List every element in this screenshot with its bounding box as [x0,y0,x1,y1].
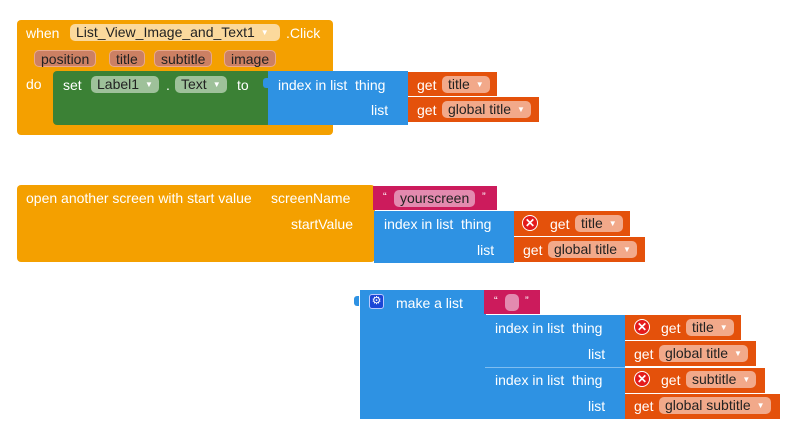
param-image[interactable]: image [224,50,277,67]
dropdown-arrow-icon: ▼ [623,245,631,254]
list-label: list [588,346,606,362]
open-quote: “ [494,295,498,307]
variable-name: global title [554,241,618,257]
open-screen-label: open another screen with start value [26,190,252,206]
set-component-dropdown[interactable]: Label1 ▼ [91,76,159,93]
get-label: get [417,77,437,93]
dropdown-arrow-icon: ▼ [608,219,617,228]
dropdown-arrow-icon: ▼ [756,401,765,410]
dropdown-arrow-icon: ▼ [719,323,728,332]
do-label: do [26,76,42,92]
get-label: get [661,372,681,388]
block-divider [485,367,625,368]
make-a-list-label: make a list [396,295,463,311]
variable-dropdown[interactable]: global title ▼ [548,241,637,258]
component-dropdown[interactable]: List_View_Image_and_Text1 ▼ [70,24,280,41]
variable-dropdown[interactable]: title ▼ [686,319,734,336]
dropdown-arrow-icon: ▼ [517,105,525,114]
index-in-list-block[interactable] [485,315,625,367]
variable-dropdown[interactable]: global title ▼ [659,345,748,362]
list-label: list [477,242,495,258]
open-another-screen-block[interactable] [17,185,375,262]
event-name: .Click [286,25,321,41]
component-name: List_View_Image_and_Text1 [76,24,255,40]
property-dropdown[interactable]: Text ▼ [175,76,227,93]
list-label: list [371,102,389,118]
variable-dropdown[interactable]: global subtitle ▼ [659,397,771,414]
dropdown-arrow-icon: ▼ [145,80,153,89]
dropdown-arrow-icon: ▼ [212,80,221,89]
variable-name: title [692,319,714,335]
gear-icon[interactable]: ⚙ [369,294,384,309]
param-subtitle[interactable]: subtitle [154,50,213,67]
dropdown-arrow-icon: ▼ [734,349,742,358]
screen-name-label: screenName [271,190,351,206]
get-label: get [634,398,654,414]
dropdown-arrow-icon: ▼ [260,28,269,37]
variable-dropdown[interactable]: global title ▼ [442,101,531,118]
index-in-list-label: index in list thing [495,320,603,336]
index-in-list-label: index in list thing [278,77,386,93]
set-label-text-block[interactable] [53,71,271,125]
set-label: set [63,77,82,93]
list-label: list [588,398,606,414]
variable-name: global title [665,345,729,361]
make-a-list-block[interactable] [360,290,486,419]
variable-name: subtitle [692,371,737,387]
connector-nub [263,78,268,88]
connector-nub [354,296,359,306]
index-in-list-label: index in list thing [495,372,603,388]
start-value-label: startValue [291,216,353,232]
close-quote: ” [482,191,486,203]
variable-dropdown[interactable]: title ▼ [442,76,490,93]
dropdown-arrow-icon: ▼ [475,80,484,89]
get-label: get [417,102,437,118]
index-in-list-block[interactable] [374,211,514,263]
index-in-list-label: index in list thing [384,216,492,232]
error-icon[interactable]: ✕ [522,215,538,231]
get-label: get [634,346,654,362]
variable-name: title [448,76,470,92]
param-position[interactable]: position [34,50,97,67]
param-title[interactable]: title [109,50,145,67]
index-in-list-block[interactable] [485,368,625,419]
close-quote: ” [525,295,529,307]
error-icon[interactable]: ✕ [634,371,650,387]
dropdown-arrow-icon: ▼ [742,375,751,384]
get-label: get [550,216,570,232]
error-icon[interactable]: ✕ [634,319,650,335]
when-label: when [26,25,60,41]
open-quote: “ [383,191,387,203]
dot-label: . [166,77,170,93]
get-label: get [523,242,543,258]
empty-text-field[interactable] [505,294,519,311]
property-name: Text [181,76,207,92]
screen-name-text-field[interactable]: yourscreen [394,190,476,207]
index-in-list-block[interactable] [268,71,408,125]
get-label: get [661,320,681,336]
variable-dropdown[interactable]: title ▼ [575,215,623,232]
variable-name: title [581,215,603,231]
variable-dropdown[interactable]: subtitle ▼ [686,371,757,388]
to-label: to [237,77,249,93]
variable-name: global title [448,101,512,117]
set-component-name: Label1 [97,76,140,92]
variable-name: global subtitle [665,397,751,413]
